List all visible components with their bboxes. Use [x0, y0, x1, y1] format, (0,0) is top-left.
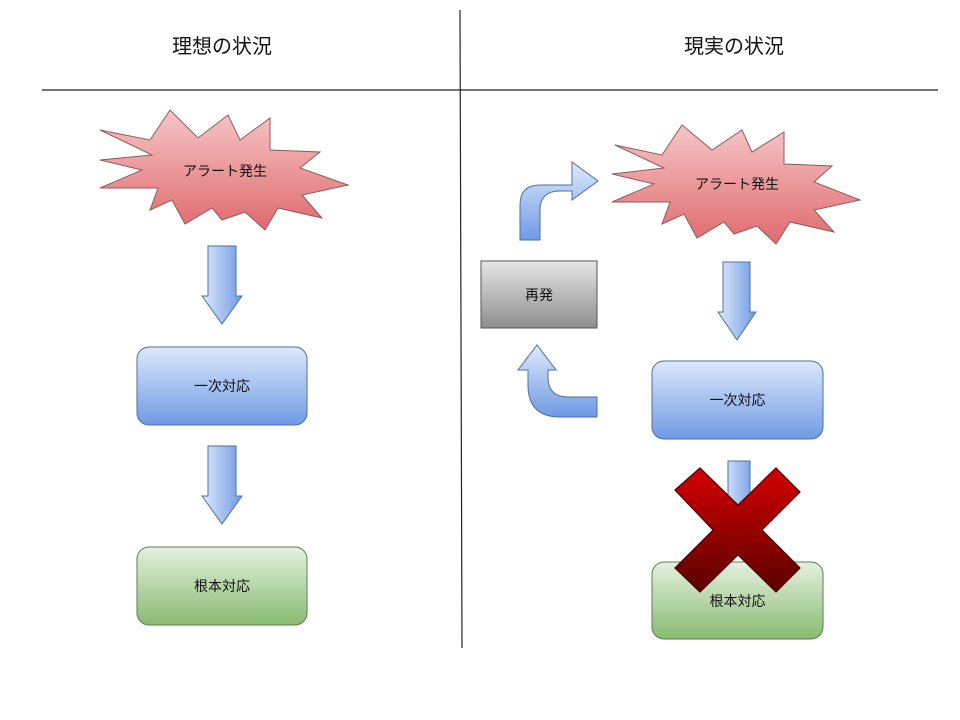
curved-arrow-up-left: [516, 344, 598, 418]
first-response-box-left: [136, 346, 308, 426]
alert-label-left: アラート発生: [183, 164, 267, 180]
alert-burst-left: [99, 109, 350, 231]
heading-reality: 現実の状況: [684, 34, 784, 58]
alert-label-right: アラート発生: [695, 177, 779, 193]
root-cause-box-left: [136, 546, 308, 626]
down-arrow-right-1: [717, 261, 757, 341]
heading-ideal: 理想の状況: [172, 34, 272, 58]
down-arrow-left-1: [201, 245, 243, 325]
first-response-label-right: 一次対応: [709, 393, 766, 409]
vertical-divider: [459, 9, 463, 649]
curved-arrow-up-right: [519, 161, 599, 241]
down-arrow-left-2: [201, 445, 243, 525]
recurrence-label: 再発: [525, 287, 553, 304]
first-response-box-right: [651, 360, 824, 440]
root-cause-label-left: 根本対応: [194, 579, 250, 595]
recurrence-box: [480, 260, 598, 329]
blocked-x-icon: [674, 467, 801, 593]
alert-burst-right: [611, 124, 862, 245]
first-response-label-left: 一次対応: [194, 379, 250, 395]
root-cause-label-right: 根本対応: [709, 594, 766, 610]
